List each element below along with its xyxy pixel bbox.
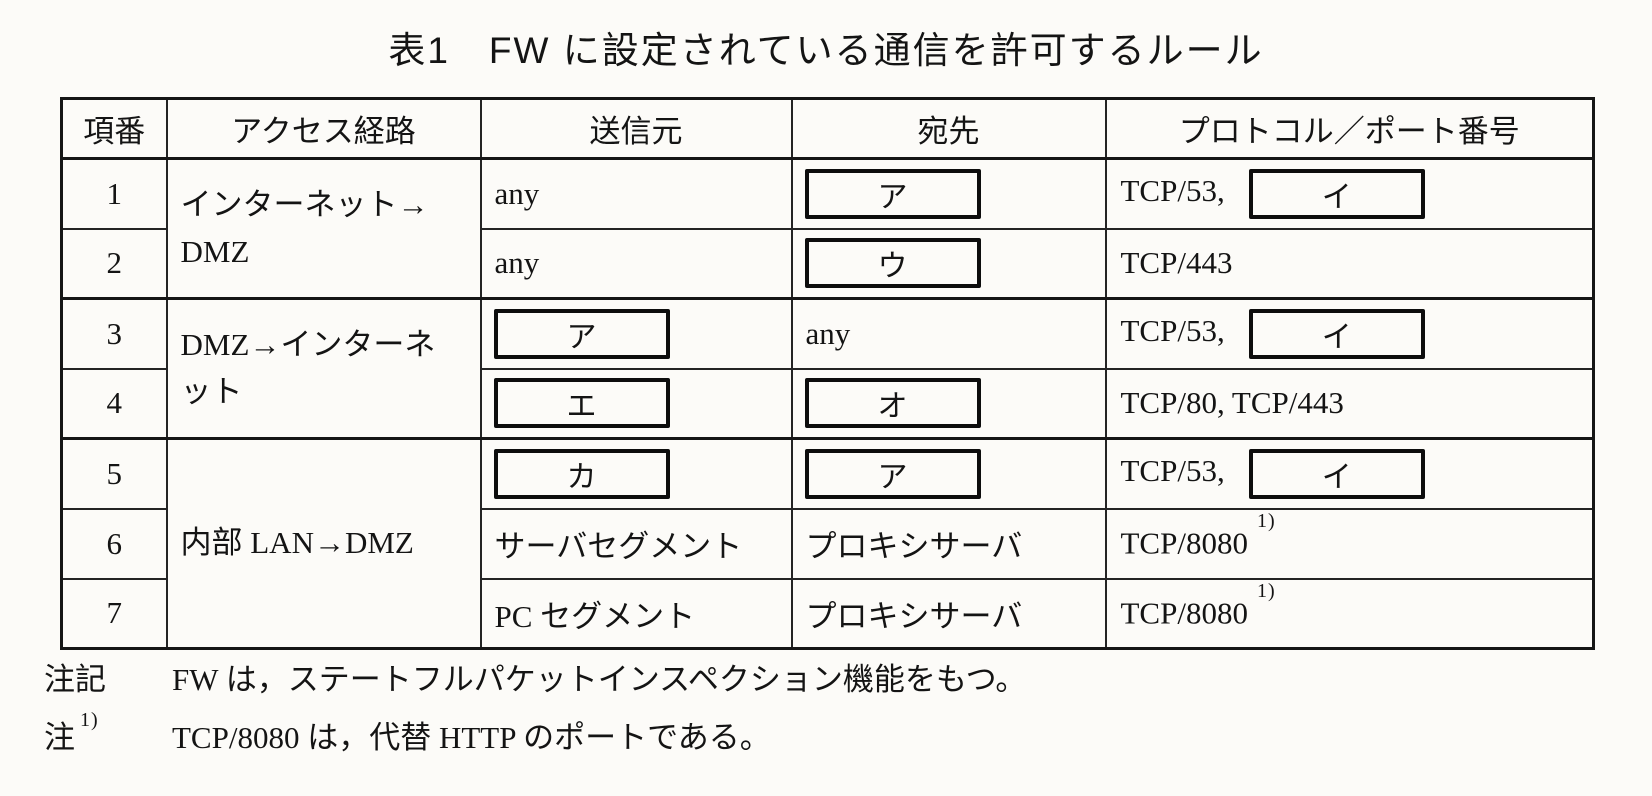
cell-protocol: TCP/80, TCP/443: [1104, 367, 1595, 440]
cell-source: any: [479, 227, 793, 300]
col-header-destination: 宛先: [790, 97, 1107, 160]
answer-blank-box: オ: [804, 378, 981, 429]
note-general: 注記 FW は，ステートフルパケットインスペクション機能をもつ。: [44, 654, 1604, 701]
note-label: 注1): [44, 708, 172, 757]
cell-item-no: 6: [60, 507, 168, 580]
answer-blank-label: イ: [1321, 460, 1352, 494]
cell-destination: オ: [790, 367, 1107, 440]
col-header-protocol-port: プロトコル／ポート番号: [1104, 97, 1595, 160]
cell-item-no: 7: [60, 577, 168, 650]
footnote-ref: 1): [1256, 510, 1276, 533]
footnote-ref: 1): [80, 708, 99, 731]
footnotes: 注記 FW は，ステートフルパケットインスペクション機能をもつ。 注1) TCP…: [44, 654, 1604, 770]
answer-blank-box: ア: [804, 168, 981, 219]
note-1: 注1) TCP/8080 は，代替 HTTP のポートである。: [44, 708, 1604, 759]
cell-item-no: 5: [60, 437, 168, 510]
answer-blank-box: カ: [493, 448, 670, 499]
answer-blank-box: イ: [1248, 168, 1425, 219]
answer-blank-label: ア: [877, 180, 908, 214]
col-header-source: 送信元: [479, 97, 793, 160]
answer-blank-box: ウ: [804, 238, 981, 289]
answer-blank-box: ア: [804, 448, 981, 499]
protocol-text: TCP/80, TCP/443: [1120, 385, 1344, 421]
note-text: FW は，ステートフルパケットインスペクション機能をもつ。: [172, 662, 1027, 697]
table-row-3: 3 DMZ→インターネ ット ア any TCP/53, イ: [60, 297, 1595, 440]
cell-protocol: TCP/53, イ: [1104, 437, 1595, 510]
answer-blank-label: イ: [1321, 320, 1352, 354]
cell-protocol: TCP/8080 1): [1104, 507, 1595, 580]
col-header-item-no: 項番: [60, 97, 168, 160]
table-row-5: 5 内部 LAN→DMZ カ ア TCP/53, イ: [60, 437, 1595, 650]
cell-item-no: 1: [60, 157, 168, 230]
cell-protocol: TCP/53, イ: [1104, 297, 1595, 370]
cell-destination: ア: [790, 437, 1107, 510]
table-title: 表1 FW に設定されている通信を許可するルール: [388, 30, 1264, 71]
cell-protocol: TCP/53, イ: [1104, 157, 1595, 230]
protocol-text: TCP/8080: [1120, 595, 1248, 631]
note-label-text: 注: [44, 720, 75, 755]
answer-blank-label: エ: [566, 390, 597, 424]
table-row-1: 1 インターネット→ DMZ any ア TCP/53, イ: [60, 157, 1595, 300]
firewall-rules-table: 項番 アクセス経路 送信元 宛先 プロトコル／ポート番号 1 インターネット→ …: [60, 97, 1595, 650]
footnote-ref: 1): [1256, 580, 1276, 603]
protocol-text: TCP/53,: [1120, 312, 1225, 348]
cell-item-no: 4: [60, 367, 168, 440]
cell-access-route-dmz-internet: DMZ→インターネ ット: [165, 297, 482, 440]
cell-source: any: [479, 157, 793, 230]
cell-destination: プロキシサーバ: [790, 577, 1107, 650]
answer-blank-label: オ: [877, 390, 908, 424]
cell-protocol: TCP/8080 1): [1104, 577, 1595, 650]
note-label: 注記: [44, 662, 106, 697]
cell-protocol: TCP/443: [1104, 227, 1595, 300]
cell-source: PC セグメント: [479, 577, 793, 650]
cell-destination: プロキシサーバ: [790, 507, 1107, 580]
answer-blank-box: イ: [1248, 448, 1425, 499]
cell-access-route-internet-dmz: インターネット→ DMZ: [165, 157, 482, 300]
cell-destination: ア: [790, 157, 1107, 230]
answer-blank-label: ウ: [877, 250, 908, 284]
answer-blank-label: カ: [566, 460, 597, 494]
protocol-text: TCP/8080: [1120, 525, 1248, 561]
col-header-access-route: アクセス経路: [165, 97, 482, 160]
table-row-6: 6 サーバセグメント プロキシサーバ TCP/8080 1): [60, 507, 1595, 580]
cell-source: ア: [479, 297, 793, 370]
answer-blank-label: イ: [1321, 180, 1352, 214]
cell-source: サーバセグメント: [479, 507, 793, 580]
answer-blank-box: エ: [493, 378, 670, 429]
header-row: 項番 アクセス経路 送信元 宛先 プロトコル／ポート番号: [60, 97, 1595, 160]
cell-access-route-lan-dmz: 内部 LAN→DMZ: [165, 437, 482, 650]
cell-destination: ウ: [790, 227, 1107, 300]
table-row-7: 7 PC セグメント プロキシサーバ TCP/8080 1): [60, 577, 1595, 650]
table-row-4: 4 エ オ TCP/80, TCP/443: [60, 367, 1595, 440]
cell-source: エ: [479, 367, 793, 440]
protocol-text: TCP/53,: [1120, 452, 1225, 488]
protocol-text: TCP/53,: [1120, 172, 1225, 208]
cell-source: カ: [479, 437, 793, 510]
protocol-text: TCP/443: [1120, 245, 1233, 281]
cell-item-no: 3: [60, 297, 168, 370]
answer-blank-label: ア: [566, 320, 597, 354]
answer-blank-box: ア: [493, 308, 670, 359]
note-text: TCP/8080 は，代替 HTTP のポートである。: [172, 720, 771, 755]
answer-blank-box: イ: [1248, 308, 1425, 359]
table-row-2: 2 any ウ TCP/443: [60, 227, 1595, 300]
answer-blank-label: ア: [877, 460, 908, 494]
cell-destination: any: [790, 297, 1107, 370]
cell-item-no: 2: [60, 227, 168, 300]
